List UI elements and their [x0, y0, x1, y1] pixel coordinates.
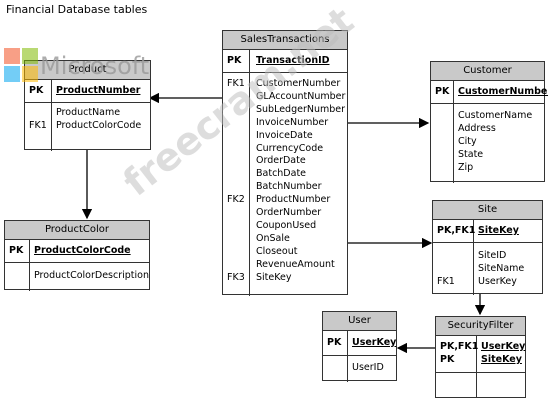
entity-title: Customer	[431, 62, 544, 81]
entity-title: Site	[433, 201, 542, 220]
entity-site: Site PK,FK1 SiteKey FK1 SiteID SiteName …	[432, 200, 543, 295]
pk-field: CustomerNumber	[458, 86, 548, 97]
fk-keys: FK1	[29, 119, 47, 131]
pk-row: PK,FK1 PK UserKey SiteKey	[436, 336, 525, 373]
pk-row: PK,FK1 SiteKey	[433, 220, 542, 243]
entity-title: Product	[25, 61, 150, 80]
logo-square-yellow-icon	[22, 66, 38, 82]
fk-keys: FK1	[437, 275, 455, 287]
logo-text: Microsoft	[40, 52, 150, 80]
pk-key: PK	[9, 245, 24, 256]
fields-row: FK1 FK2 FK3 CustomerNumber GLAccountNumb…	[223, 73, 347, 296]
pk-row: PK CustomerNumber	[431, 81, 548, 104]
entity-salestransactions: SalesTransactions PK TransactionID FK1 F…	[222, 30, 348, 296]
entity-title: SecurityFilter	[436, 317, 525, 336]
pk-field: SiteKey	[478, 225, 519, 236]
logo-square-red-icon	[4, 48, 20, 64]
entity-product: Product PK ProductNumber FK1 ProductName…	[24, 60, 151, 151]
pk-field: ProductColorCode	[34, 245, 131, 256]
field-list: CustomerNumber GLAccountNumber SubLedger…	[256, 78, 346, 283]
pk-key: PK	[227, 55, 242, 66]
pk-key: PK,FK1 PK	[440, 341, 479, 365]
field-list: ProductName ProductColorCode	[56, 107, 142, 131]
field-list: UserID	[352, 362, 384, 373]
field-list: SiteID SiteName UserKey	[478, 250, 525, 287]
pk-key: PK	[327, 337, 342, 348]
pk-row: PK UserKey	[323, 331, 396, 356]
pk-key: PK	[29, 85, 44, 96]
entity-customer: Customer PK CustomerNumber CustomerName …	[430, 61, 548, 183]
entity-productcolor: ProductColor PK ProductColorCode Product…	[4, 220, 150, 291]
pk-field: TransactionID	[256, 55, 330, 66]
pk-row: PK ProductNumber	[25, 80, 150, 103]
entity-title: User	[323, 312, 396, 331]
entity-user: User PK UserKey UserID	[322, 311, 397, 382]
entity-title: ProductColor	[5, 221, 149, 240]
fields-row: FK1 ProductName ProductColorCode	[25, 103, 150, 151]
pk-field: UserKey SiteKey	[481, 341, 526, 365]
fields-row	[436, 373, 525, 397]
pk-field: ProductNumber	[56, 85, 141, 96]
fields-row: UserID	[323, 356, 396, 382]
fields-row: ProductColorDescription	[5, 263, 149, 291]
logo-square-blue-icon	[4, 66, 20, 82]
logo-square-green-icon	[22, 48, 38, 64]
pk-row: PK TransactionID	[223, 50, 347, 73]
diagram-caption: Financial Database tables	[6, 3, 148, 16]
pk-row: PK ProductColorCode	[5, 240, 149, 263]
pk-key: PK,FK1	[437, 225, 476, 236]
fields-row: FK1 SiteID SiteName UserKey	[433, 243, 542, 295]
pk-field: UserKey	[352, 337, 397, 348]
fields-row: CustomerName Address City State Zip	[431, 104, 544, 183]
pk-key: PK	[435, 86, 450, 97]
fk-keys: FK1 FK2 FK3	[227, 78, 245, 283]
field-list: ProductColorDescription	[34, 270, 149, 281]
entity-securityfilter: SecurityFilter PK,FK1 PK UserKey SiteKey	[435, 316, 526, 398]
entity-title: SalesTransactions	[223, 31, 347, 50]
field-list: CustomerName Address City State Zip	[458, 110, 533, 173]
